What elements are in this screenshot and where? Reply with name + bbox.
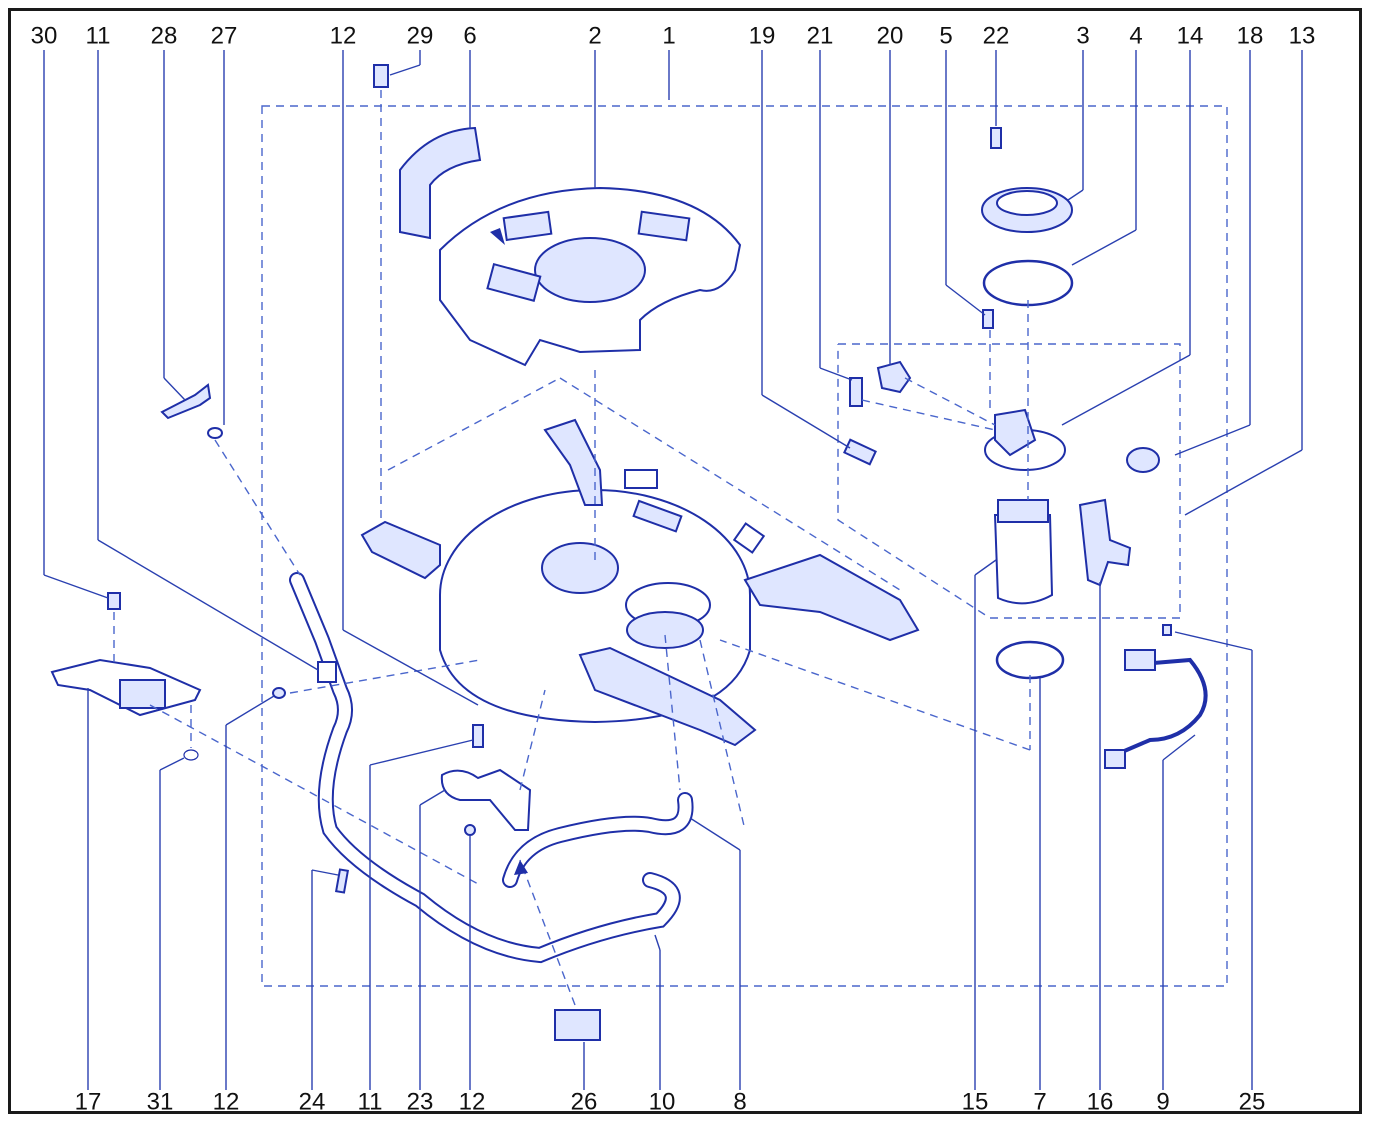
part-2-slot-a	[502, 210, 553, 242]
part-20-cap	[876, 360, 912, 394]
pump-subassembly-outline	[837, 343, 1181, 619]
part-25-screw	[1162, 624, 1172, 636]
part-15-pump	[993, 514, 1054, 605]
part-12-nut-center	[464, 824, 476, 836]
part-28-clip	[160, 383, 212, 420]
part-17-module	[119, 679, 166, 709]
part-23-grommet-bracket	[440, 768, 532, 831]
callout: 7	[1033, 1089, 1046, 1116]
callouts-top-row: 30 11 28 27 12 29 6 2 1 19 21 20 5 22 3 …	[31, 23, 1316, 50]
assembly-guide-lines	[113, 90, 1031, 1006]
callout: 6	[463, 23, 476, 50]
arrow-head-shield	[490, 228, 505, 245]
assembly-group-outline	[261, 105, 1228, 987]
part-2-slot-c	[486, 262, 542, 302]
callout: 11	[358, 1089, 383, 1116]
callout: 29	[407, 23, 434, 50]
callout: 15	[962, 1089, 989, 1116]
callout: 18	[1237, 23, 1264, 50]
tank-arm-bottom	[578, 646, 757, 747]
tank-label	[632, 499, 683, 533]
callout: 31	[147, 1089, 174, 1116]
callout: 9	[1156, 1089, 1169, 1116]
part-22-bolt	[990, 127, 1002, 149]
part-9-connector	[1104, 749, 1126, 769]
callout: 30	[31, 23, 58, 50]
part-15-pump-top	[997, 499, 1049, 523]
part-7-seal-ring	[995, 640, 1065, 680]
callout: 10	[649, 1089, 676, 1116]
callout: 4	[1129, 23, 1142, 50]
callout: 19	[749, 23, 776, 50]
callout: 12	[213, 1089, 240, 1116]
part-29-bolt	[373, 64, 389, 88]
arrow-head-valve	[514, 860, 528, 875]
callout: 2	[588, 23, 601, 50]
callout: 21	[807, 23, 834, 50]
part-19-sensor	[843, 438, 877, 466]
part-18-cap	[1126, 447, 1160, 473]
part-27-oring	[207, 427, 223, 439]
callout: 11	[86, 23, 111, 50]
part-16-level-sender	[1078, 498, 1132, 587]
tank-clip-top	[624, 469, 658, 489]
part-26-valve	[554, 1009, 601, 1041]
tank-arm-left	[360, 520, 441, 580]
part-12-clamp	[317, 661, 337, 683]
part-9-connector-top	[1124, 649, 1156, 671]
callout: 24	[299, 1089, 326, 1116]
callouts-bottom-row: 17 31 12 24 11 23 12 26 10 8 15 7 16 9 2…	[75, 1089, 1266, 1116]
callout: 23	[407, 1089, 434, 1116]
part-2-center-hole	[534, 237, 646, 303]
tank-arm-top	[543, 418, 604, 506]
part-6-pad	[399, 126, 482, 240]
callout: 14	[1177, 23, 1204, 50]
part-31-washer	[183, 749, 199, 761]
tank-pump-collar-base	[626, 611, 704, 649]
callout: 3	[1076, 23, 1089, 50]
part-2-slot-b	[637, 210, 691, 242]
part-9-harness	[1114, 657, 1208, 757]
callout: 12	[459, 1089, 486, 1116]
callout: 13	[1289, 23, 1316, 50]
part-14-fittings	[994, 408, 1037, 457]
hose-vent-8-inner	[504, 794, 692, 886]
part-30-bolt	[107, 592, 121, 610]
callout: 28	[151, 23, 178, 50]
callout: 12	[330, 23, 357, 50]
part-24-pin	[334, 868, 350, 894]
part-21-valve	[849, 377, 863, 407]
callout: 5	[939, 23, 952, 50]
part-12-nut-left	[272, 687, 286, 699]
callout: 20	[877, 23, 904, 50]
tank-clip-right	[732, 522, 766, 554]
part-11-clip	[472, 724, 484, 748]
part-4-seal-ring	[982, 259, 1074, 307]
callout: 25	[1239, 1089, 1266, 1116]
callout-leaders	[43, 50, 1303, 1090]
callout: 17	[75, 1089, 102, 1116]
callout: 8	[733, 1089, 746, 1116]
tank-center-port	[541, 542, 619, 594]
callout: 26	[571, 1089, 598, 1116]
callout: 27	[211, 23, 238, 50]
part-5-screw	[982, 309, 994, 329]
part-3-cover-top	[996, 190, 1058, 216]
callout: 16	[1087, 1089, 1114, 1116]
tank-arm-right	[743, 553, 920, 642]
callout: 22	[983, 23, 1010, 50]
callout: 1	[662, 23, 675, 50]
